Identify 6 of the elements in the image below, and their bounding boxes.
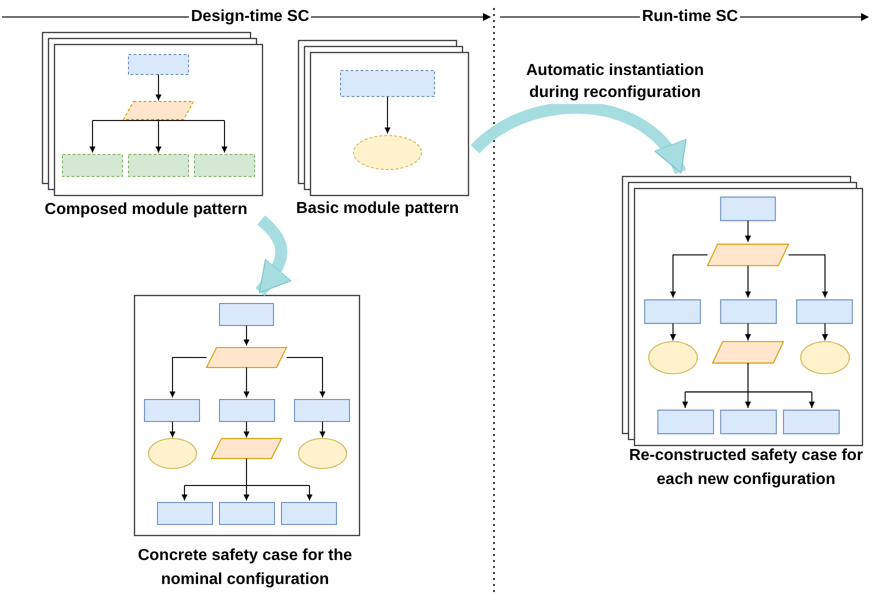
phase-label: Design-time SC	[189, 7, 312, 27]
panel-caption: Basic module pattern	[295, 199, 460, 219]
panel-caption: Concrete safety case for the nominal configuration	[136, 546, 354, 590]
panel-caption: Composed module pattern	[44, 200, 248, 220]
curved-arrow	[470, 102, 686, 175]
panel-caption: Re-constructed safety case for each new configuration	[628, 446, 864, 490]
